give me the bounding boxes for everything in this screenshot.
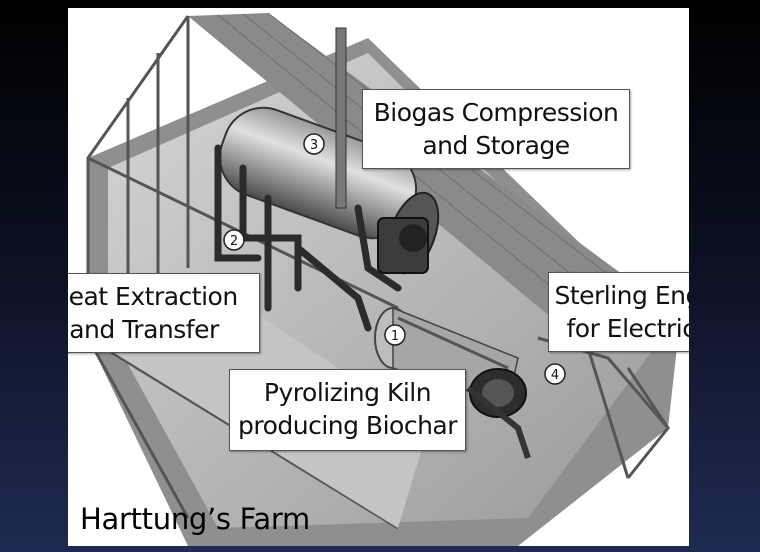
callout-biogas-line1: Biogas Compression [363,96,629,129]
svg-text:3: 3 [310,138,318,153]
callout-kiln: Pyrolizing Kiln producing Biochar [229,369,466,451]
svg-text:2: 2 [230,234,238,249]
slide-frame: 1 2 3 4 Biogas Compression and Storage H… [68,8,689,546]
callout-sterling-line2: for Electricity [549,312,689,345]
callout-sterling-line1: Sterling Engine [549,279,689,312]
svg-text:1: 1 [391,329,399,344]
marker-1: 1 [385,325,405,345]
svg-text:4: 4 [551,368,559,383]
callout-heat: Heat Extraction and Transfer [68,273,260,353]
callout-biogas: Biogas Compression and Storage [362,89,630,169]
callout-heat-line2: and Transfer [68,313,259,346]
callout-heat-line1: Heat Extraction [68,280,259,313]
marker-3: 3 [304,134,324,154]
callout-sterling: Sterling Engine for Electricity [548,272,689,352]
chimney-pipe [336,28,346,208]
marker-4: 4 [545,364,565,384]
callout-biogas-line2: and Storage [363,129,629,162]
callout-kiln-line1: Pyrolizing Kiln [230,376,465,409]
farm-label: Harttung’s Farm [80,502,310,536]
callout-kiln-line2: producing Biochar [230,409,465,442]
marker-2: 2 [224,230,244,250]
compressor-unit [378,218,428,273]
